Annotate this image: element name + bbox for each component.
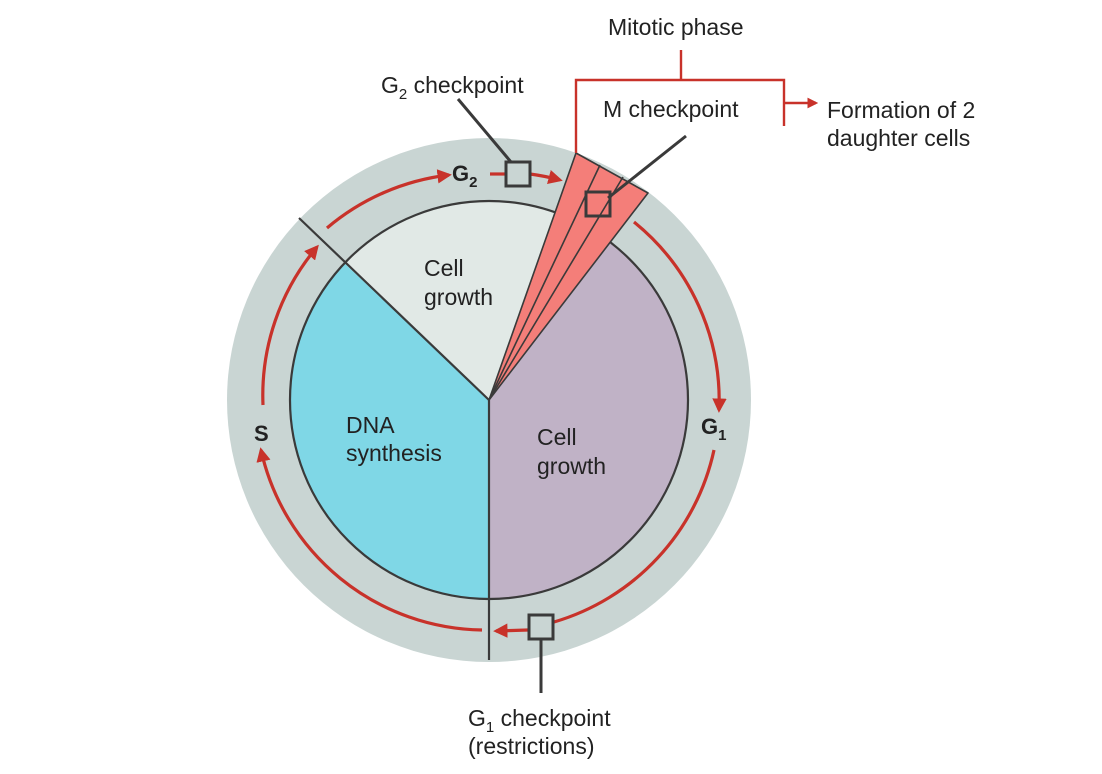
s-sector-label-line2: synthesis [346, 440, 442, 466]
divider-g2-s [298, 217, 490, 401]
g2-sector [344, 201, 556, 400]
mitotic-phase-label: Mitotic phase [608, 14, 744, 40]
g1-sector [489, 238, 688, 599]
g2-sector-label-line1: Cell [424, 255, 464, 281]
mitotic-wedge-line-1 [488, 164, 601, 401]
formation-label-line1: Formation of 2 [827, 97, 975, 123]
checkpoint-box-icon [504, 160, 532, 188]
leader-line-m-checkpoint [607, 134, 687, 200]
g1-sector-label-line1: Cell [537, 424, 577, 450]
g2-checkpoint-label: G2 checkpoint [381, 72, 524, 103]
s-sector-label-line1: DNA [346, 412, 395, 438]
arrow-icon [261, 244, 319, 406]
m-checkpoint-label: M checkpoint [603, 96, 739, 122]
arrow-icon [256, 447, 483, 632]
arrow-icon [325, 169, 452, 230]
g1-checkpoint-label-line2: (restrictions) [468, 733, 595, 759]
arrow-icon [553, 449, 716, 624]
g1-sector-label-line2: growth [537, 453, 606, 479]
g2-sector-label-line2: growth [424, 284, 493, 310]
formation-label-line2: daughter cells [827, 125, 970, 151]
mitotic-wedge-line-2 [488, 176, 624, 401]
checkpoint-box-icon [584, 190, 612, 218]
phase-label-g2: G2 [452, 161, 477, 191]
arrow-icon [493, 623, 529, 638]
leader-line-g2-checkpoint [456, 98, 513, 163]
s-sector [290, 263, 489, 599]
phase-label-g1: G1 [701, 414, 726, 444]
phase-label-s: S [254, 421, 269, 446]
arrow-icon [632, 220, 727, 413]
g1-checkpoint-label-line1: G1 checkpoint [468, 705, 611, 736]
